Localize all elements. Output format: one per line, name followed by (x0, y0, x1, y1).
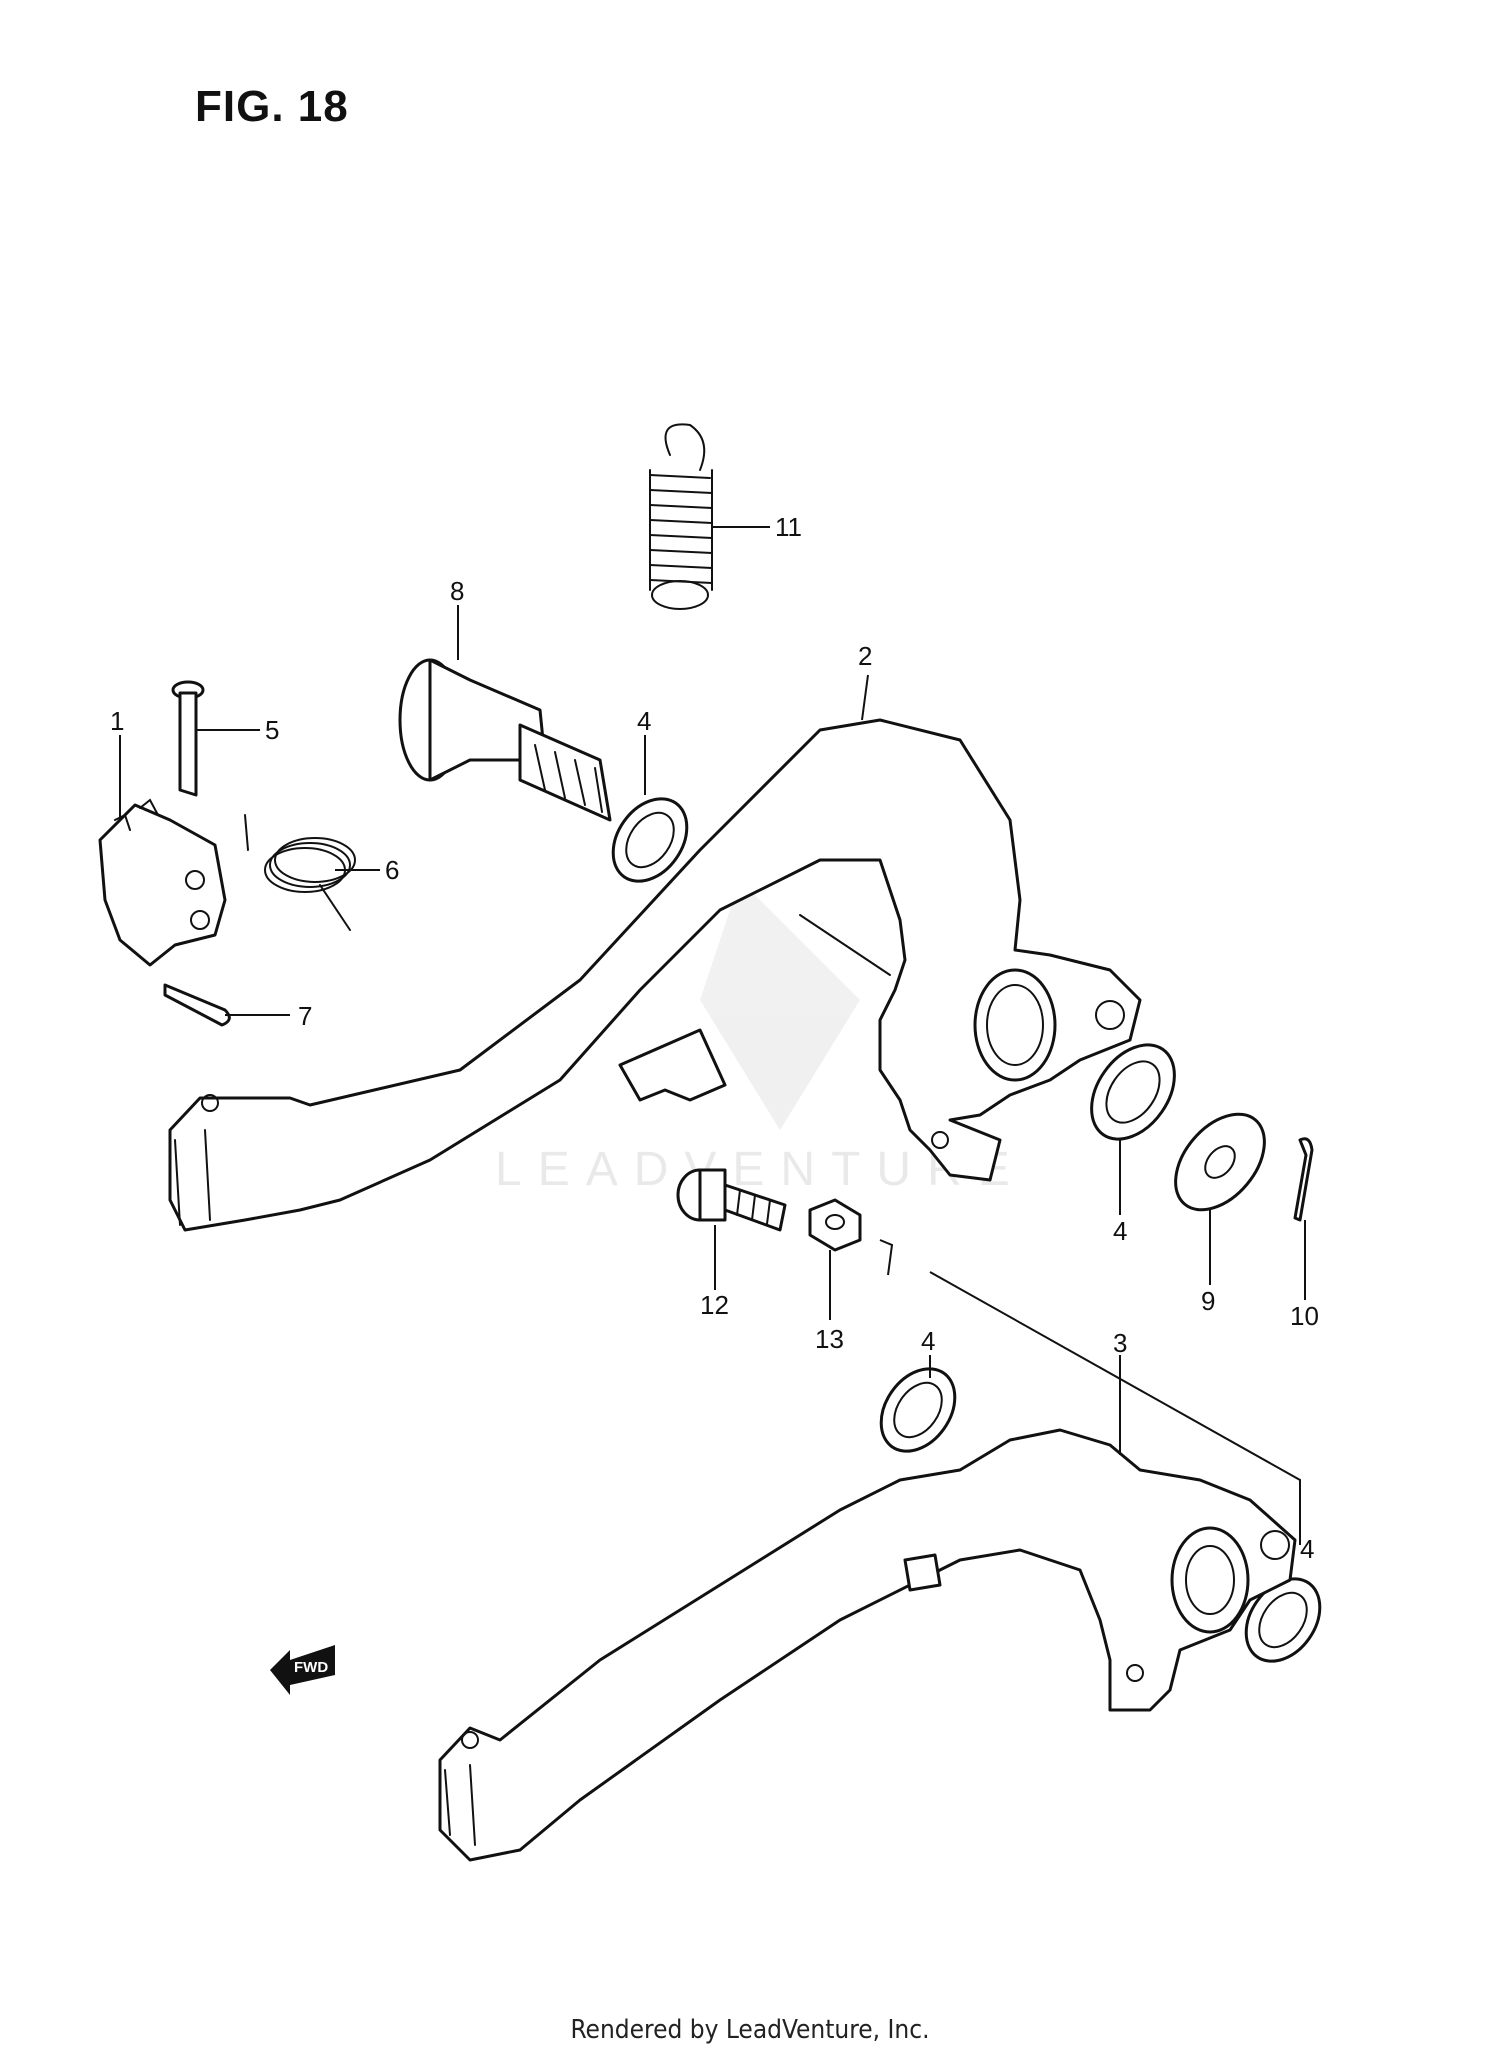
pin-part-5 (171, 680, 205, 797)
callout-13: 13 (815, 1324, 844, 1354)
callout-4-lower-right: 4 (1300, 1534, 1314, 1564)
callout-4-lower-left: 4 (921, 1326, 935, 1356)
leader-lines (119, 526, 1306, 1545)
callout-2: 2 (858, 641, 872, 671)
spring-part-11 (649, 423, 713, 610)
callout-4-mid: 4 (1113, 1216, 1127, 1246)
bolt-part-12 (676, 1168, 787, 1232)
watermark-logo-icon (700, 880, 860, 1130)
nut-part-13 (808, 1198, 862, 1252)
fwd-arrow-icon: FWD (270, 1645, 335, 1695)
cotter-pin-part-10 (1293, 1137, 1314, 1222)
brake-pedal-part-2 (168, 718, 1142, 1232)
cotter-pin-part-7 (163, 983, 231, 1027)
callout-10: 10 (1290, 1301, 1319, 1331)
flat-washer-part-9 (1174, 1112, 1266, 1212)
pivot-bolt-part-8 (398, 658, 612, 822)
bracket-part-1 (98, 798, 227, 967)
washer-part-4-upper (611, 797, 689, 883)
washer-part-4-mid (1090, 1043, 1176, 1141)
callout-12: 12 (700, 1290, 729, 1320)
watermark-text: LEADVENTURE (495, 1143, 1026, 1196)
callout-4-upper: 4 (637, 706, 651, 736)
washer-part-4-lower-right (1244, 1577, 1322, 1663)
callout-8: 8 (450, 576, 464, 606)
callout-11: 11 (775, 512, 802, 542)
torsion-spring-part-6 (244, 814, 356, 931)
fwd-label: FWD (294, 1659, 328, 1676)
callout-6: 6 (385, 855, 399, 885)
brake-pedal-part-3 (438, 1428, 1297, 1862)
callout-1: 1 (110, 706, 124, 736)
callout-3: 3 (1113, 1328, 1127, 1358)
callout-7: 7 (298, 1001, 312, 1031)
watermark: LEADVENTURE (495, 880, 1026, 1196)
callout-9: 9 (1201, 1286, 1215, 1316)
footer-credit: Rendered by LeadVenture, Inc. (570, 2015, 930, 2045)
washer-part-4-lower-left (879, 1367, 957, 1453)
callout-5: 5 (265, 715, 279, 745)
figure-title: FIG. 18 (195, 82, 349, 131)
